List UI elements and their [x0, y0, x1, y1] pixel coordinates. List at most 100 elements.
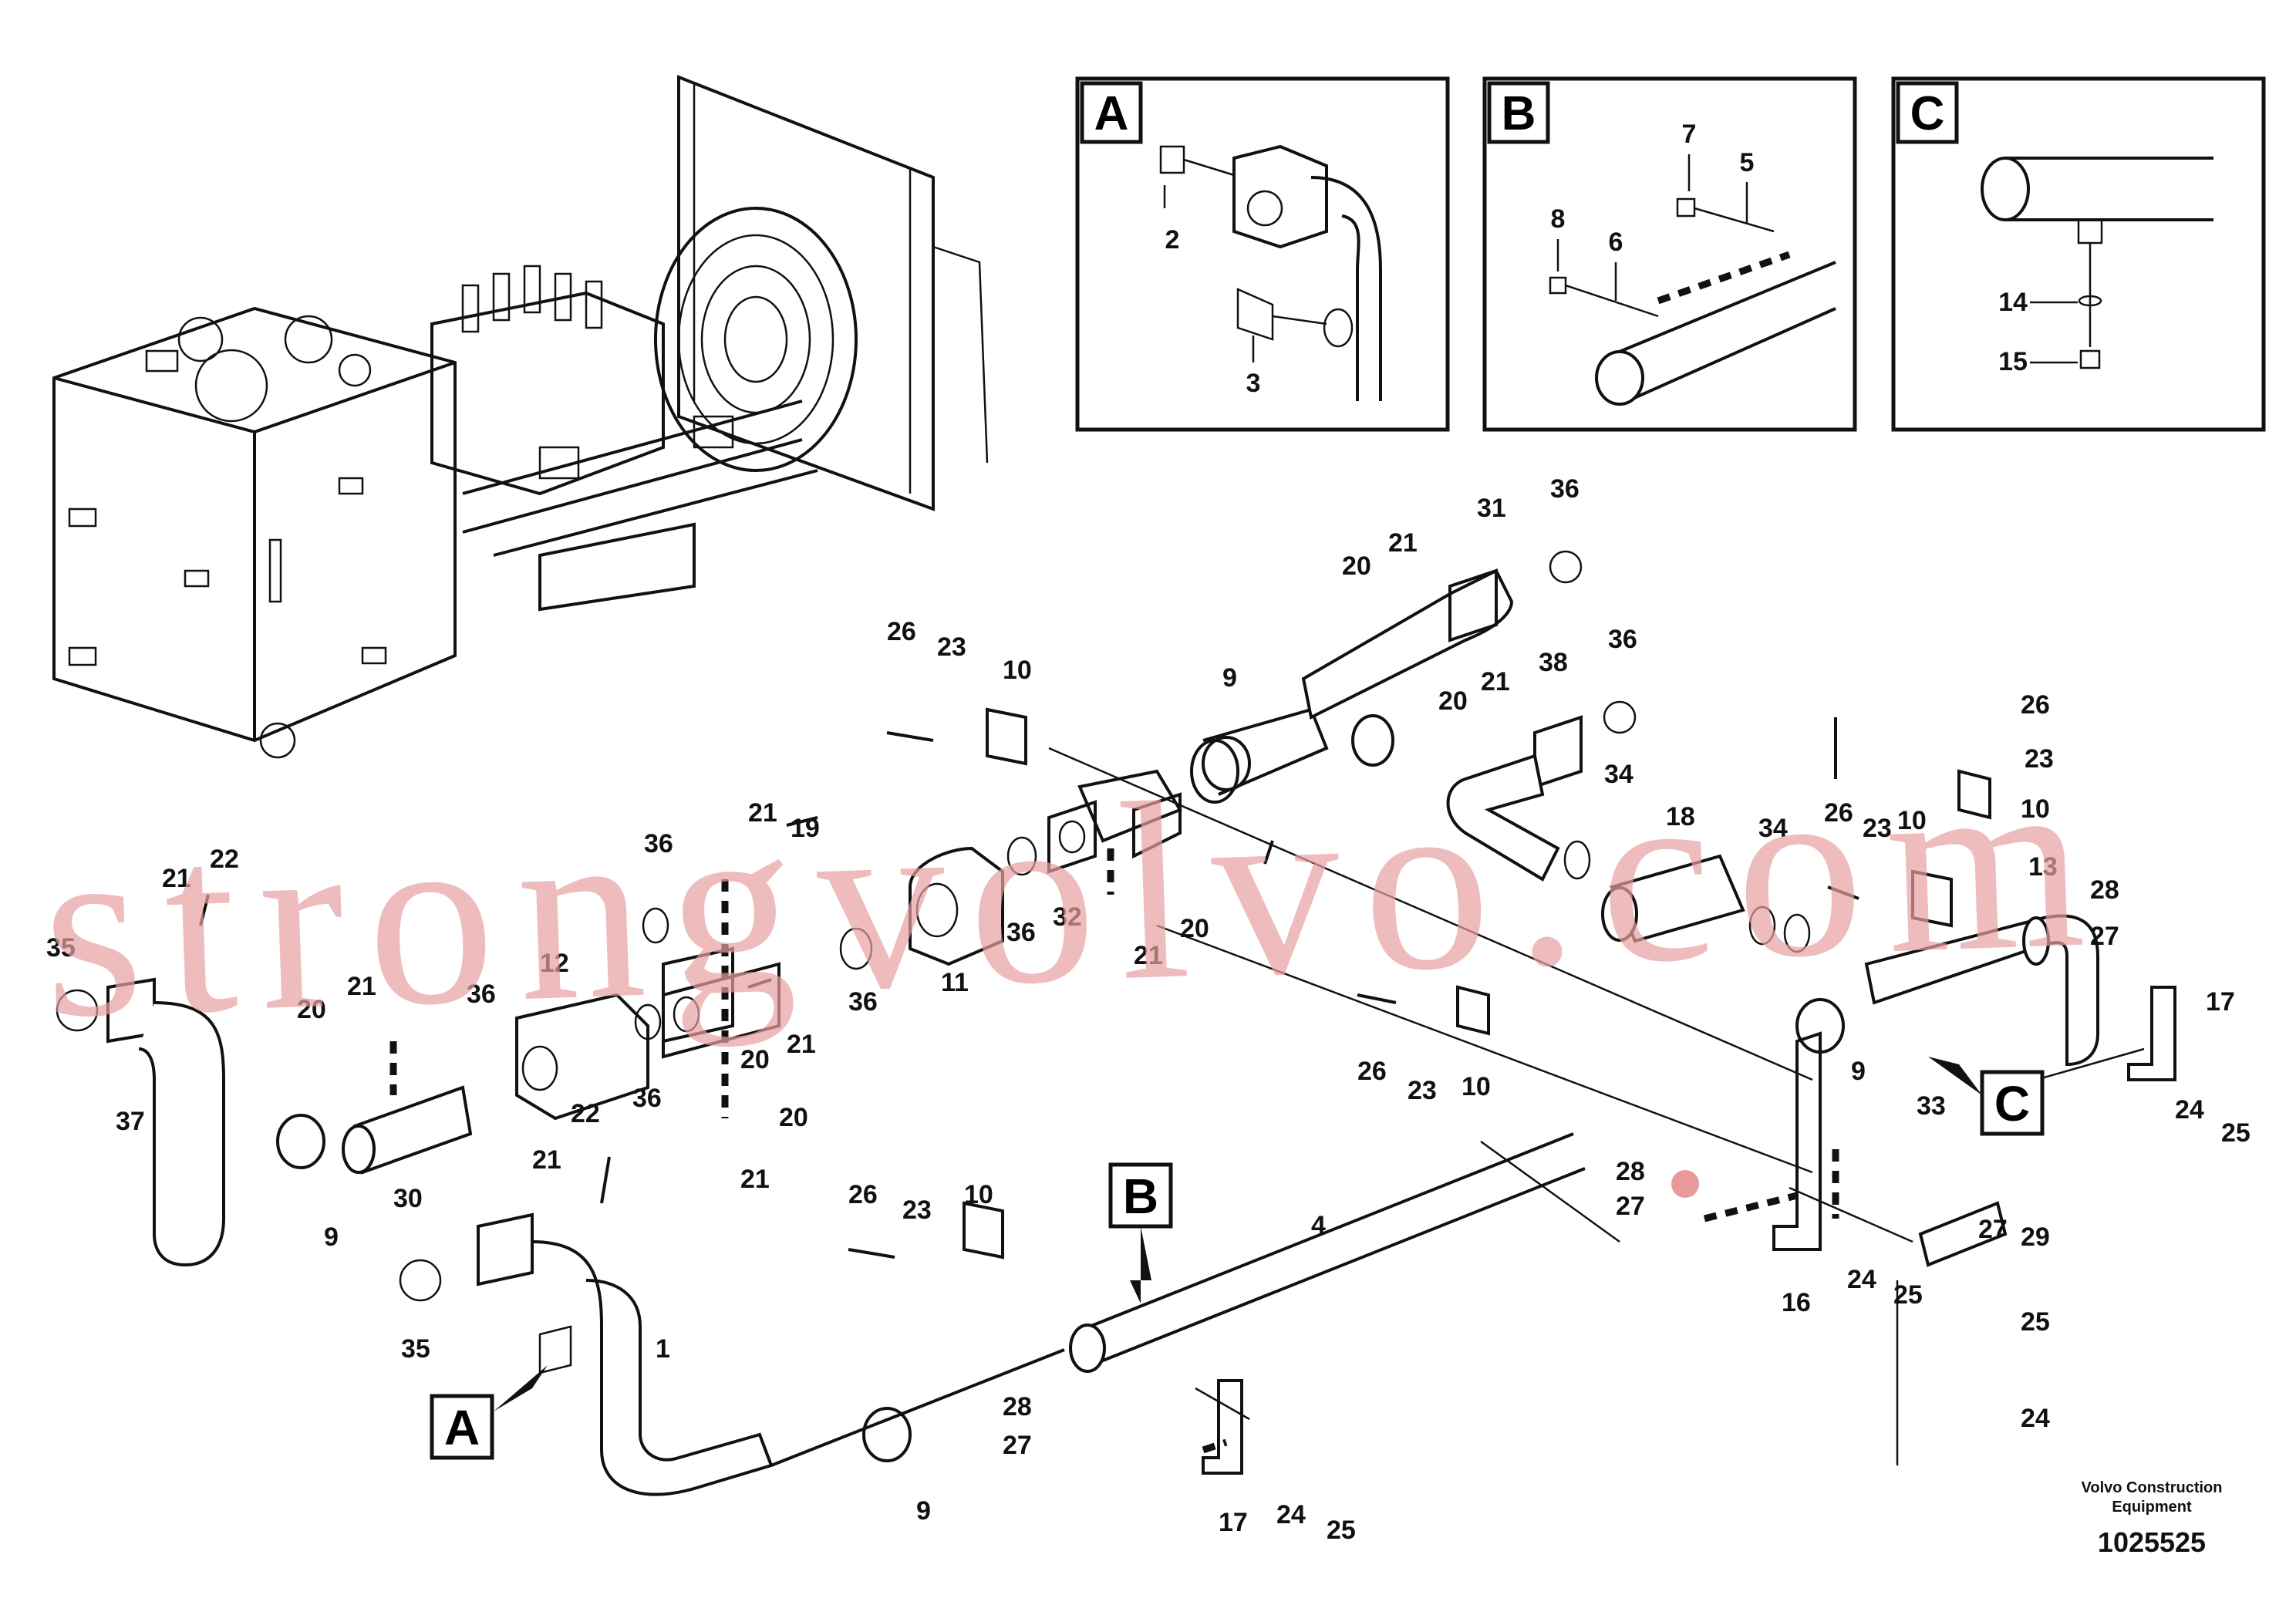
part-number: 20	[740, 1045, 770, 1074]
part-number: 23	[1863, 814, 1892, 843]
part-number: 23	[1408, 1076, 1437, 1105]
part-number: 28	[1616, 1157, 1645, 1186]
part-number: 24	[1276, 1500, 1306, 1529]
part-number: 34	[1758, 814, 1788, 843]
part-number: 10	[1462, 1072, 1491, 1101]
part-number: 35	[401, 1334, 430, 1364]
part-number: 24	[2175, 1095, 2204, 1125]
part-number: 10	[1003, 656, 1032, 685]
part-number-15: 15	[1998, 347, 2028, 376]
part-number: 24	[1847, 1265, 1876, 1294]
part-number: 10	[1897, 806, 1927, 835]
part-number: 21	[162, 864, 191, 893]
part-number: 17	[1219, 1508, 1248, 1537]
part-number: 26	[848, 1180, 878, 1209]
part-number: 36	[467, 980, 496, 1009]
part-number-5: 5	[1740, 148, 1755, 177]
part-number: 36	[1550, 474, 1580, 504]
part-number: 25	[1327, 1516, 1356, 1545]
part-number: 10	[964, 1180, 993, 1209]
part-number: 19	[791, 814, 820, 843]
part-number: 34	[1604, 760, 1633, 789]
part-number: 16	[1782, 1288, 1811, 1317]
footer-drawing-number: 1025525	[2098, 1526, 2206, 1558]
part-number: 21	[787, 1030, 816, 1059]
part-number: 23	[902, 1195, 932, 1225]
part-number: 20	[779, 1103, 808, 1132]
part-number: 20	[1342, 551, 1371, 581]
part-number: 26	[2021, 690, 2050, 720]
part-number: 9	[916, 1496, 931, 1526]
part-number: 28	[2090, 875, 2119, 905]
machine-assembly	[52, 75, 989, 759]
part-number: 27	[1978, 1215, 2008, 1244]
part-number: 36	[644, 829, 673, 858]
part-number: 18	[1666, 802, 1695, 831]
part-number: 21	[1388, 528, 1418, 558]
part-number: 26	[1357, 1057, 1387, 1086]
part-number: 32	[1053, 902, 1082, 932]
part-number: 36	[1006, 918, 1036, 947]
detail-box-b-letter: B	[1502, 87, 1536, 140]
footer-brand-line1: Volvo Construction	[2082, 1479, 2223, 1496]
detail-box-a: A 2 3	[1075, 76, 1450, 432]
detail-box-b: B 7 5 8 6	[1482, 76, 1857, 432]
callout-b-letter: B	[1123, 1168, 1158, 1224]
part-number: 17	[2206, 987, 2235, 1017]
part-number: 20	[297, 995, 326, 1024]
part-number: 12	[540, 949, 569, 978]
part-number: 9	[1851, 1057, 1866, 1086]
part-number: 25	[2021, 1307, 2050, 1337]
part-number: 9	[324, 1222, 339, 1252]
detail-box-c: C 14 15	[1891, 76, 2266, 432]
part-number: 21	[347, 972, 376, 1001]
footer-brand-line2: Equipment	[2112, 1499, 2192, 1516]
detail-box-c-letter: C	[1910, 87, 1945, 140]
part-number: 28	[1003, 1392, 1032, 1421]
part-number: 33	[1917, 1091, 1946, 1121]
part-number: 23	[2025, 744, 2054, 774]
part-number: 24	[2021, 1404, 2050, 1433]
callout-c: C	[1928, 1057, 2045, 1136]
part-number: 26	[1824, 798, 1853, 828]
part-number-3: 3	[1246, 369, 1261, 398]
part-numbers: 1 4 9 9 9 9 10 10 10 10 10 12 11 13 16 1…	[46, 474, 2250, 1545]
part-number: 20	[1180, 914, 1209, 943]
part-number: 35	[46, 933, 76, 963]
part-number-6: 6	[1609, 228, 1623, 257]
part-number-8: 8	[1551, 204, 1566, 234]
part-number: 9	[1222, 663, 1237, 693]
part-number: 20	[1438, 686, 1468, 716]
part-number: 21	[740, 1165, 770, 1194]
part-number: 36	[848, 987, 878, 1017]
part-number: 25	[2221, 1118, 2250, 1148]
watermark-dot	[1671, 1170, 1699, 1198]
detail-box-a-letter: A	[1094, 87, 1129, 140]
part-number-7: 7	[1682, 120, 1697, 149]
part-number: 21	[1481, 667, 1510, 696]
part-number: 22	[210, 845, 239, 874]
part-number: 21	[532, 1145, 561, 1175]
part-number: 27	[2090, 922, 2119, 951]
part-number: 27	[1616, 1192, 1645, 1221]
part-number: 25	[1893, 1280, 1923, 1310]
callout-c-letter: C	[1994, 1076, 2030, 1131]
part-number: 26	[887, 617, 916, 646]
watermark-text: strongvolvo.com	[39, 718, 2112, 1071]
part-number: 23	[937, 632, 966, 662]
part-number: 38	[1539, 648, 1568, 677]
part-number: 29	[2021, 1222, 2050, 1252]
callout-a-letter: A	[444, 1400, 480, 1455]
part-number: 36	[632, 1084, 662, 1113]
footer: Volvo Construction Equipment 1025525	[2082, 1479, 2223, 1558]
part-number: 21	[748, 798, 777, 828]
part-number: 1	[656, 1334, 670, 1364]
part-number-2: 2	[1165, 225, 1180, 255]
part-number: 37	[116, 1107, 145, 1136]
callout-b: B	[1108, 1162, 1173, 1303]
part-number: 21	[1134, 941, 1163, 970]
part-number: 36	[1608, 625, 1637, 654]
exploded-piping	[56, 550, 2176, 1496]
callout-a: A	[430, 1365, 548, 1460]
